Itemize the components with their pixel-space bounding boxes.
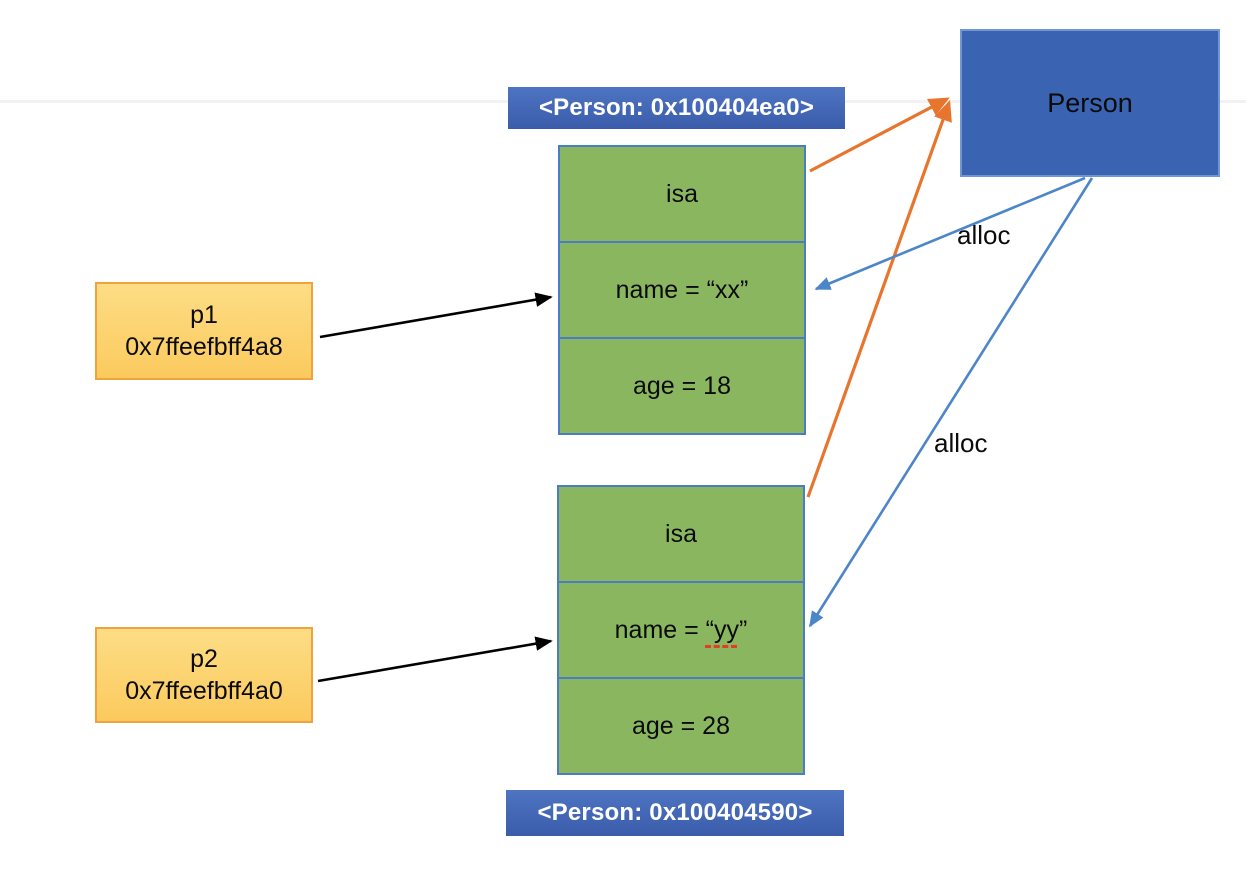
instance1-isa-cell: isa <box>666 179 698 208</box>
instance2-name-text: name = “yy” <box>614 615 748 644</box>
alloc-label-1: alloc <box>957 220 1011 250</box>
instance2-age-cell: age = 28 <box>559 677 803 773</box>
instance1-struct: isa name = “xx” age = 18 <box>558 145 806 435</box>
pointer-p2-name: p2 <box>190 645 218 673</box>
instance1-age-cell: age = 18 <box>560 337 804 433</box>
pointer-p2-box: p2 0x7ffeefbff4a0 <box>95 627 313 723</box>
instance2-address-label: <Person: 0x100404590> <box>506 790 844 836</box>
instance1-name-cell: name = “xx” <box>560 241 804 337</box>
pointer-p1-address: 0x7ffeefbff4a8 <box>125 333 283 361</box>
person-class-label: Person <box>1047 87 1133 118</box>
isa2-to-class-arrow <box>806 100 952 498</box>
alloc-to-instance2-arrow <box>808 177 1094 628</box>
alloc-label-2: alloc <box>934 428 988 458</box>
person-class-box: Person <box>960 29 1220 177</box>
p1-to-instance1-arrow <box>319 292 553 339</box>
instance2-struct: isa name = “yy” age = 28 <box>557 485 805 775</box>
instance2-isa-cell: isa <box>665 519 697 548</box>
spellcheck-underline <box>705 627 737 648</box>
pointer-p2-address: 0x7ffeefbff4a0 <box>125 677 283 705</box>
p2-to-instance2-arrow <box>317 636 553 683</box>
alloc-to-instance1-arrow <box>814 176 1086 291</box>
instance2-name-cell: name = “yy” <box>559 581 803 677</box>
instance1-address-label: <Person: 0x100404ea0> <box>508 87 845 129</box>
pointer-p1-name: p1 <box>190 301 218 329</box>
pointer-p1-box: p1 0x7ffeefbff4a8 <box>95 282 313 380</box>
